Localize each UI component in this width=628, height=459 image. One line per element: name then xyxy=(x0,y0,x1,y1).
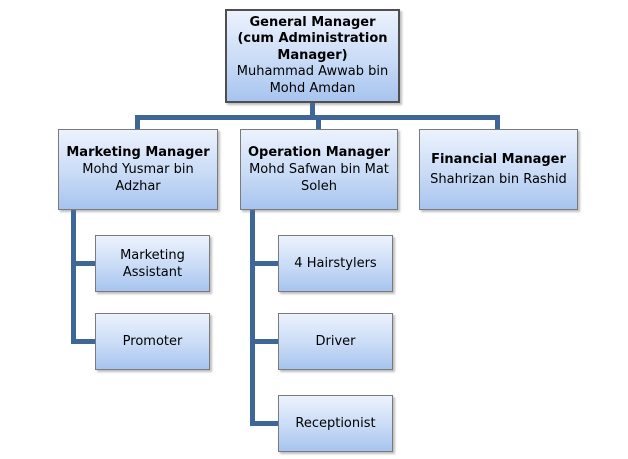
node-label: 4 Hairstylers xyxy=(294,256,377,271)
node-marketing-assistant: Marketing Assistant xyxy=(95,235,210,292)
connector-stub-marketing-assistant xyxy=(74,261,95,266)
node-person-line: Mohd Safwan bin Mat xyxy=(249,162,389,177)
node-person-line: Soleh xyxy=(300,179,338,194)
node-person-line: Muhammad Awwab bin xyxy=(236,64,389,80)
node-title: Financial Manager xyxy=(431,151,566,167)
connector-stub-hairstylers xyxy=(253,261,278,266)
connector-gm-stem xyxy=(310,103,315,116)
node-financial-manager: Financial Manager Shahrizan bin Rashid xyxy=(419,129,578,210)
connector-marketing-hang xyxy=(71,210,76,344)
connector-operation-hang xyxy=(250,210,255,426)
node-operation-manager: Operation Manager Mohd Safwan bin Mat So… xyxy=(240,129,398,210)
node-person-line: Shahrizan bin Rashid xyxy=(430,171,567,187)
node-title-line: Manager) xyxy=(277,47,348,63)
node-person-line: Mohd Amdan xyxy=(269,80,356,96)
node-title-line: (cum Administration xyxy=(237,31,388,47)
node-label: Driver xyxy=(315,334,356,349)
node-promoter: Promoter xyxy=(95,313,210,370)
node-title: Operation Manager xyxy=(247,145,390,160)
node-label: Marketing Assistant xyxy=(120,247,185,280)
connector-drop-marketing xyxy=(135,119,140,129)
node-receptionist: Receptionist xyxy=(278,395,393,452)
connector-drop-financial xyxy=(495,119,500,129)
node-general-manager: General Manager (cum Administration Mana… xyxy=(225,9,400,103)
node-hairstylers: 4 Hairstylers xyxy=(278,235,393,292)
node-label: Receptionist xyxy=(295,416,376,431)
node-title-line: General Manager xyxy=(249,14,376,30)
node-person-line: Adzhar xyxy=(115,179,161,194)
node-person-line: Mohd Yusmar bin xyxy=(82,162,194,177)
node-driver: Driver xyxy=(278,313,393,370)
node-marketing-manager: Marketing Manager Mohd Yusmar bin Adzhar xyxy=(58,129,218,210)
connector-stub-driver xyxy=(253,339,278,344)
connector-stub-promoter xyxy=(74,339,95,344)
connector-drop-operation xyxy=(316,119,321,129)
connector-level2-horizontal xyxy=(135,115,500,120)
connector-stub-receptionist xyxy=(253,421,278,426)
node-title: Marketing Manager xyxy=(66,145,210,160)
node-label: Promoter xyxy=(122,334,183,349)
